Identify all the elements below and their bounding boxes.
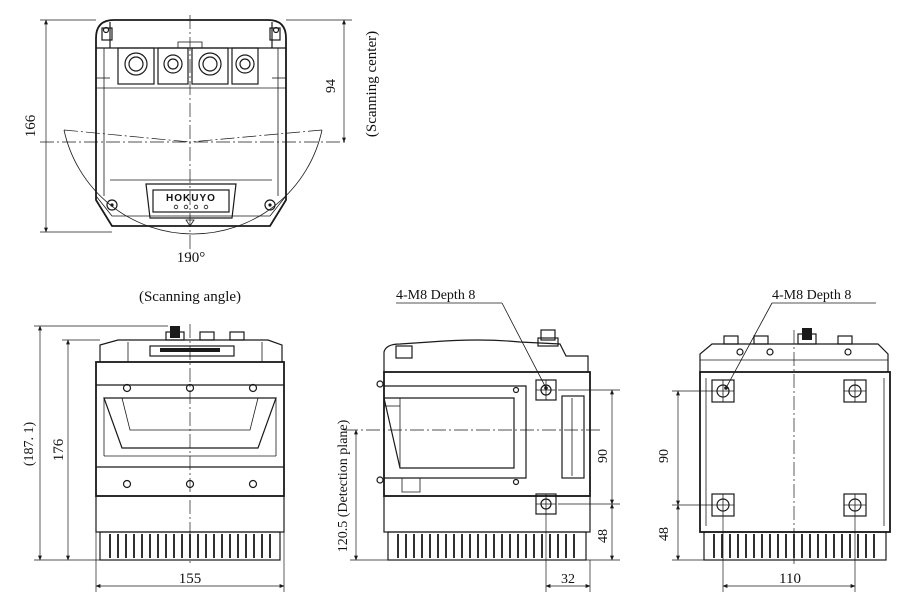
side-view: 120.5 (Detection plane) 4-M8 Depth 8 90 … (336, 288, 620, 592)
detection-plane-label: 120.5 (Detection plane) (336, 419, 351, 552)
back-dim-90: 90 (657, 449, 672, 463)
scanning-angle-label: (Scanning angle) (139, 289, 241, 305)
side-dim-48: 48 (596, 529, 611, 543)
top-view: HOKUYO 166 94 (Scanning center) 190° (Sc… (23, 15, 380, 305)
top-logo-panel: HOKUYO (145, 183, 237, 227)
top-connectors (117, 41, 259, 85)
back-dim-48: 48 (657, 527, 672, 541)
scanning-center-label: (Scanning center) (364, 31, 380, 137)
center-94-label: 94 (324, 79, 339, 93)
front-view: (187. 1) 176 155 (22, 324, 285, 592)
height-166-label: 166 (23, 114, 39, 137)
top-body-outline (95, 19, 287, 227)
side-fins (397, 534, 575, 558)
scanning-arc (63, 129, 323, 235)
front-fins (109, 534, 271, 558)
scanning-angle-value: 190° (177, 250, 206, 266)
back-dim-110: 110 (779, 571, 801, 587)
overall-height-label: (187. 1) (22, 422, 37, 467)
back-view: 4-M8 Depth 8 90 48 110 (657, 288, 891, 592)
body-height-label: 176 (51, 438, 67, 461)
back-hole-callout: 4-M8 Depth 8 (772, 288, 851, 303)
side-dim-90: 90 (596, 449, 611, 463)
logo-text: HOKUYO (166, 193, 216, 204)
side-hole-callout: 4-M8 Depth 8 (396, 288, 475, 303)
side-dim-32: 32 (561, 572, 575, 587)
width-155-label: 155 (179, 571, 202, 587)
